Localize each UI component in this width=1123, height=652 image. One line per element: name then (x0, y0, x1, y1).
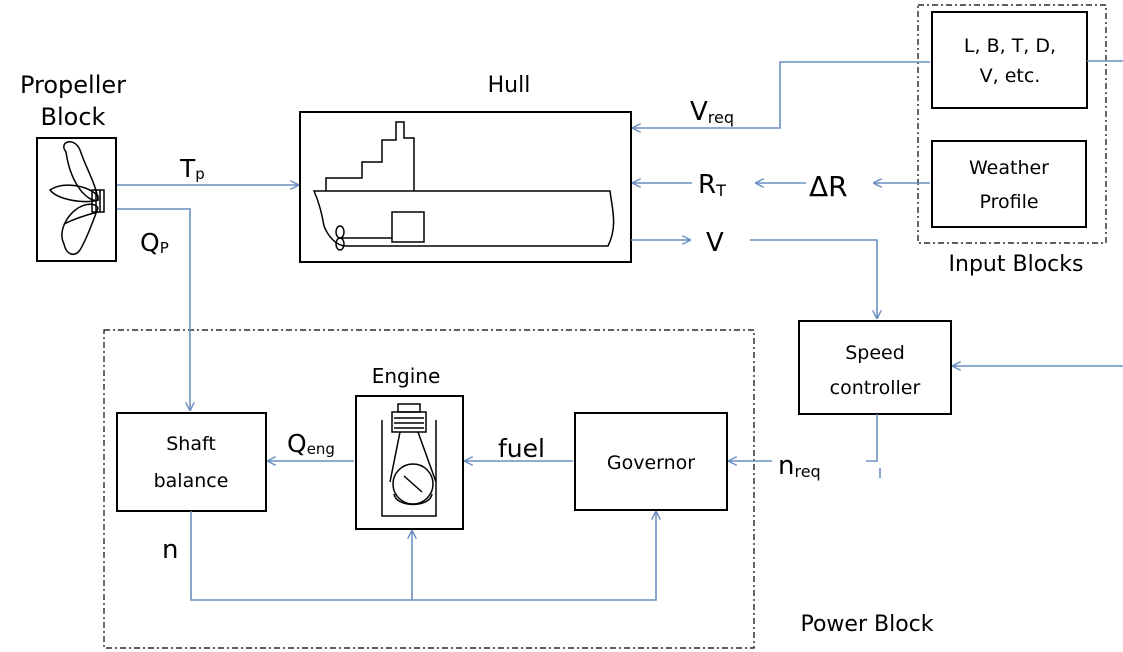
power-block-group (103, 329, 755, 649)
label-vreq: Vreq (690, 97, 734, 127)
input-blocks-label: Input Blocks (949, 252, 1084, 277)
propeller-block-label: Propeller (20, 71, 126, 99)
weather-profile-block: Weather Profile (931, 140, 1087, 228)
label-nreq: nreq (778, 451, 821, 481)
label-n: n (162, 535, 178, 565)
speed-controller-line-2: controller (830, 377, 921, 399)
shaft-balance-line-2: balance (154, 470, 229, 492)
shaft-balance-line-1: Shaft (166, 433, 216, 455)
label-qp: QP (140, 228, 169, 257)
engine-piston-icon (381, 403, 437, 517)
shaft-balance-block: Shaft balance (116, 412, 267, 512)
propeller-block (36, 137, 117, 262)
label-v: V (706, 228, 724, 258)
hull-label: Hull (488, 73, 531, 98)
input-blocks-group (917, 4, 1107, 244)
label-fuel: fuel (498, 434, 545, 463)
wire-speed-out (866, 414, 878, 462)
engine-label: Engine (372, 364, 441, 388)
wire-qp (117, 208, 190, 410)
wire-vreq (633, 61, 930, 128)
hull-block (299, 111, 632, 263)
power-block-label: Power Block (800, 612, 933, 637)
ship-hull-icon (312, 121, 615, 251)
weather-profile-line-2: Profile (979, 191, 1038, 213)
wire-n-feedback (190, 511, 656, 601)
governor-block: Governor (574, 412, 728, 511)
input-params-block: L, B, T, D, V, etc. (931, 11, 1088, 109)
label-tp: Tp (179, 154, 205, 183)
label-qeng: Qeng (287, 429, 335, 458)
propeller-block-label-2: Block (41, 103, 106, 131)
wire-v-speed (750, 239, 877, 318)
governor-label: Governor (607, 452, 695, 474)
propeller-icon (48, 141, 105, 255)
weather-profile-line-1: Weather (969, 157, 1049, 179)
engine-block (355, 395, 464, 530)
input-params-line-1: L, B, T, D, (964, 35, 1056, 57)
input-params-line-2: V, etc. (980, 65, 1041, 87)
speed-controller-block: Speed controller (798, 320, 952, 415)
label-rt: RT (698, 170, 726, 200)
speed-controller-line-1: Speed (845, 342, 905, 364)
label-delta-r: ΔR (809, 170, 848, 203)
